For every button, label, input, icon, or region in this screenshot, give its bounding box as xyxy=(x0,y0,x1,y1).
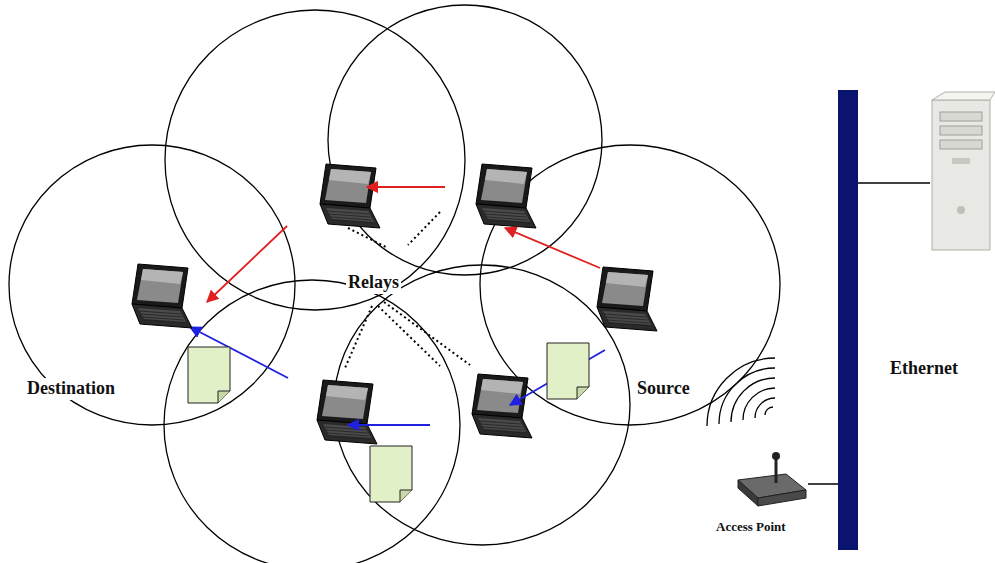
relay-laptops xyxy=(317,164,536,444)
red-route xyxy=(207,187,600,302)
range-circles xyxy=(9,5,780,563)
packet-icon xyxy=(547,343,589,399)
radio-waves xyxy=(707,358,775,426)
node-label: Source xyxy=(635,378,692,400)
access-point-icon xyxy=(736,450,808,510)
relay-leaders xyxy=(345,212,470,368)
relay-laptop xyxy=(317,380,377,444)
relay-laptop xyxy=(320,164,380,228)
node-label: Ethernet xyxy=(888,358,960,380)
relay-laptop xyxy=(472,374,532,438)
ethernet-bus: Ethernet xyxy=(838,90,858,550)
packet-icon xyxy=(370,446,412,502)
server-computer xyxy=(932,92,995,250)
group-label: Relays xyxy=(346,272,401,294)
laptop-node: Destination xyxy=(130,262,194,330)
laptop-node: Source xyxy=(595,265,659,333)
computer-link xyxy=(858,182,930,184)
blue-route xyxy=(190,327,605,425)
node-label: Destination xyxy=(25,378,117,400)
node-label: Access Point xyxy=(714,519,788,535)
access-point: Access Point xyxy=(736,450,808,510)
laptop-icon xyxy=(130,262,194,330)
network-link xyxy=(808,483,838,485)
packet-icon xyxy=(188,347,230,403)
data-packets xyxy=(188,343,589,502)
laptop-icon xyxy=(595,265,659,333)
relay-laptop xyxy=(476,164,536,228)
